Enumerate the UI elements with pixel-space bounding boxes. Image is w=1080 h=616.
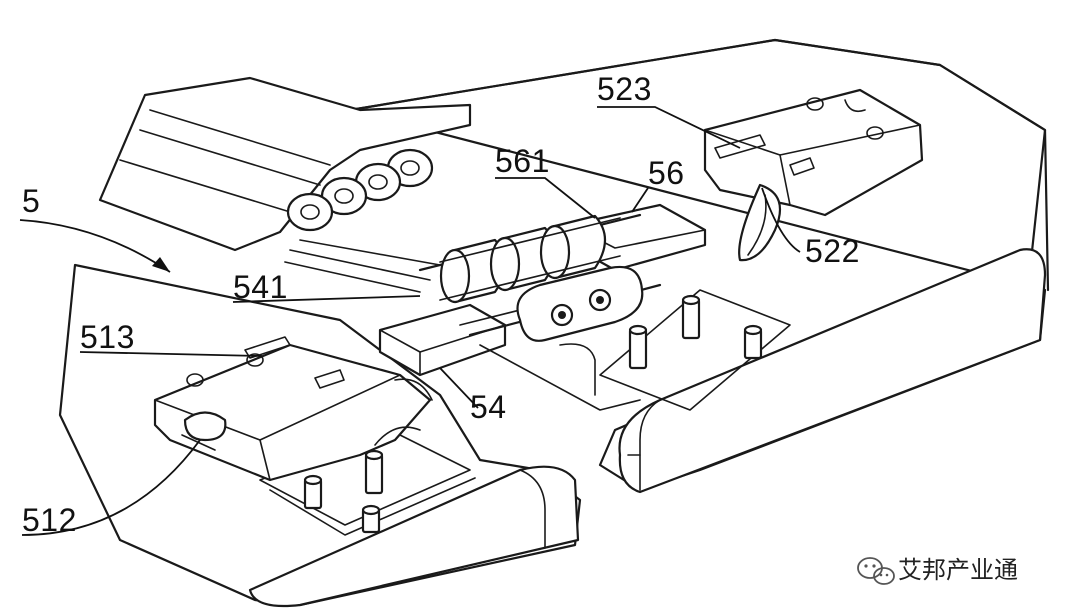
label-5: 5 [22, 183, 40, 219]
locating-pins-left [303, 449, 384, 534]
cable-tubes [286, 148, 434, 232]
roller-2 [489, 226, 557, 292]
clamp-block-left [153, 336, 433, 482]
cable-bundle-plate [98, 76, 472, 293]
label-561: 561 [495, 143, 550, 179]
label-523: 523 [597, 71, 652, 107]
clamp-block-right [703, 88, 924, 262]
label-513: 513 [80, 319, 135, 355]
label-541: 541 [233, 269, 288, 305]
wechat-icon [857, 557, 895, 585]
label-54: 54 [470, 389, 507, 425]
roller-chain-assembly [418, 213, 662, 411]
watermark-text: 艾邦产业通 [898, 556, 1018, 584]
label-56: 56 [648, 155, 685, 191]
label-522: 522 [805, 233, 860, 269]
label-512: 512 [22, 502, 77, 538]
leader-lines [19, 106, 801, 536]
roller-1 [439, 238, 507, 304]
roller-3 [539, 214, 607, 280]
watermark: 艾邦产业通 [857, 556, 1018, 585]
locating-pins-right [599, 289, 791, 411]
